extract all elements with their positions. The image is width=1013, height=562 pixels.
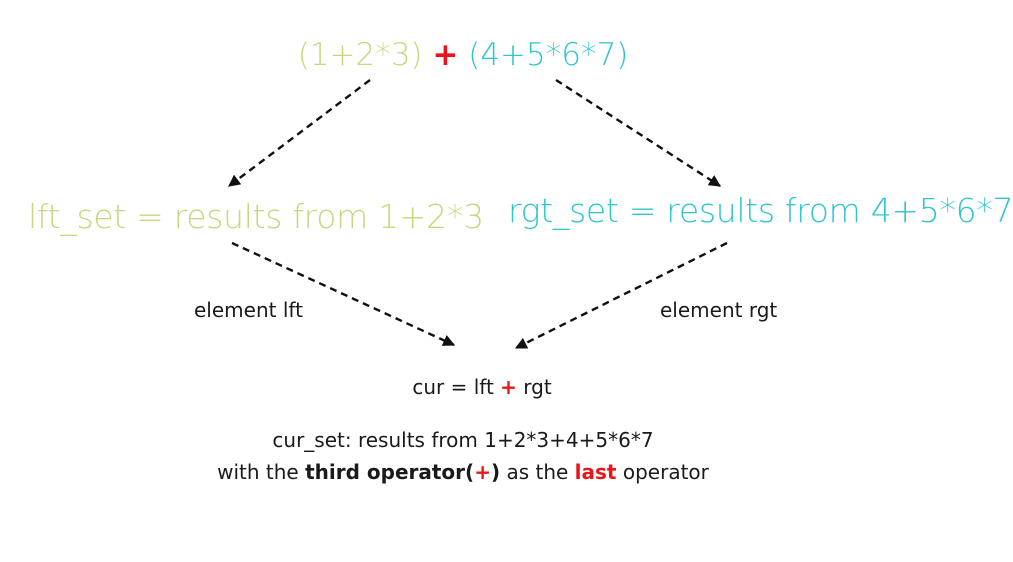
summary-third-operator-close: )	[490, 460, 501, 484]
arrow-expr-to-lft-set	[228, 79, 371, 187]
summary-operator-word: operator	[616, 460, 709, 484]
cur-equation-operator: +	[500, 375, 517, 399]
rgt-set-label: rgt_set = results from 4+5*6*7	[508, 191, 1013, 230]
arrow-lft-set-to-cur	[231, 241, 456, 347]
summary-line-2: with the third operator(+) as the last o…	[0, 462, 926, 482]
top-expression-right: (4+5*6*7)	[468, 37, 629, 73]
element-lft-label: element lft	[194, 298, 303, 322]
summary-last-word: last	[574, 460, 617, 484]
cur-equation: cur = lft + rgt	[0, 377, 964, 397]
arrow-rgt-set-to-cur	[514, 241, 728, 350]
summary-with-the: with the	[217, 460, 306, 484]
top-expression-operator: +	[432, 37, 459, 73]
arrow-expr-to-rgt-set	[555, 78, 722, 188]
top-expression: (1+2*3) + (4+5*6*7)	[0, 40, 926, 71]
summary-as-the: as the	[500, 460, 575, 484]
lft-set-label: lft_set = results from 1+2*3	[28, 197, 484, 236]
element-rgt-label: element rgt	[660, 298, 778, 322]
summary-operator-symbol: +	[474, 460, 491, 484]
summary-line-1: cur_set: results from 1+2*3+4+5*6*7	[272, 428, 654, 452]
cur-equation-suffix: rgt	[516, 375, 552, 399]
summary-third-operator: third operator(	[305, 460, 475, 484]
top-expression-left: (1+2*3)	[297, 37, 423, 73]
cur-equation-prefix: cur = lft	[412, 375, 501, 399]
